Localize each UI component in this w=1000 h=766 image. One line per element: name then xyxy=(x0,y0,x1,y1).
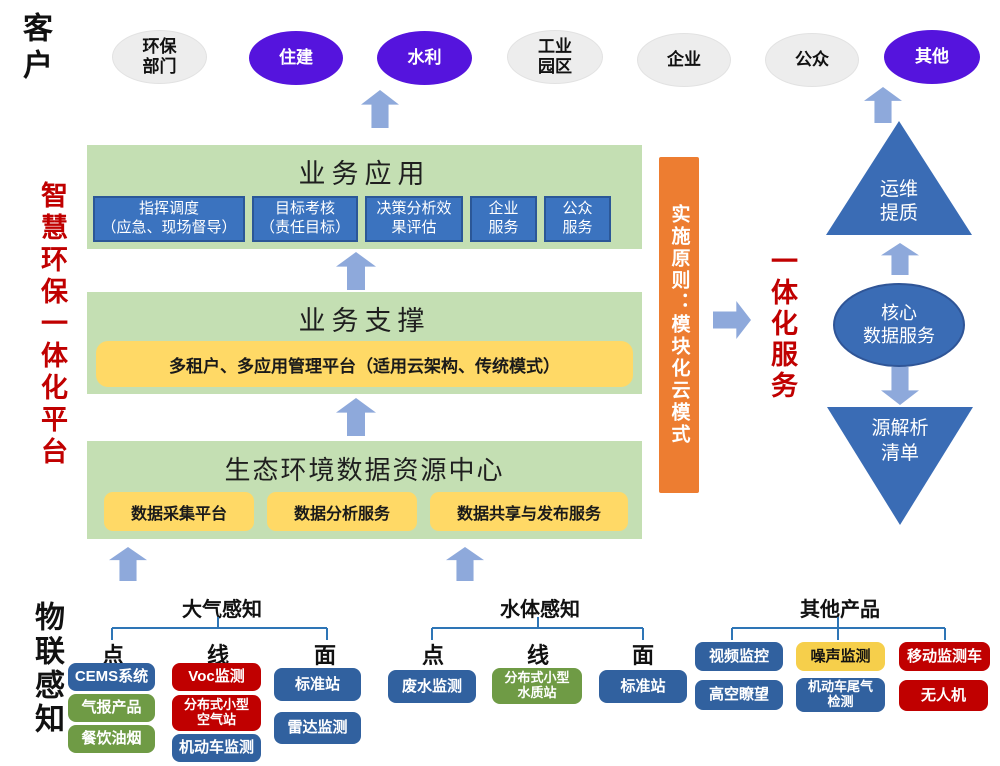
sensor-chip-voc: Voc监测 xyxy=(172,663,261,691)
sensor-chip-small-water-station: 分布式小型 水质站 xyxy=(492,668,582,704)
other-products-group: 其他产品 视频监控 噪声监测 移动监测车 高空瞭望 机动车尾气 检测 无人机 xyxy=(690,592,1000,764)
product-chip-video-surveillance: 视频监控 xyxy=(695,642,783,671)
sensor-chip-radar-monitor: 雷达监测 xyxy=(274,712,361,744)
sensor-chip-gas-report: 气报产品 xyxy=(68,694,155,722)
product-chip-noise-monitor: 噪声监测 xyxy=(796,642,885,671)
data-collection-box: 数据采集平台 xyxy=(104,492,254,531)
business-application-title: 业务应用 xyxy=(298,159,431,189)
arrow-up-icon xyxy=(881,243,919,275)
customers-label: 客户 xyxy=(18,12,51,86)
ops-quality-label: 运维 提质 xyxy=(879,178,918,225)
arrow-up-icon xyxy=(864,87,902,123)
implementation-principle-bar: 实施原则：模块化云模式 xyxy=(659,157,699,493)
arrow-up-icon xyxy=(446,547,484,581)
col-header-point: 点 xyxy=(101,643,124,668)
sensor-chip-vehicle-monitor: 机动车监测 xyxy=(172,734,261,762)
other-products-title: 其他产品 xyxy=(800,599,880,621)
core-data-service-ellipse: 核心 数据服务 xyxy=(833,283,965,367)
product-chip-mobile-monitor-vehicle: 移动监测车 xyxy=(899,642,990,671)
product-chip-drone: 无人机 xyxy=(899,680,988,711)
module-public-service: 公众 服务 xyxy=(544,196,611,242)
tree-connector-lines xyxy=(431,617,644,640)
arrow-up-icon xyxy=(109,547,147,581)
sensor-chip-standard-station: 标准站 xyxy=(599,670,687,703)
platform-label: 智慧环保一体化平台 xyxy=(37,181,67,469)
module-decision-analysis: 决策分析效 果评估 xyxy=(365,196,463,242)
arrow-up-icon xyxy=(361,90,399,128)
customer-oval-environment-dept: 环保 部门 xyxy=(112,30,207,84)
arrow-up-icon xyxy=(336,252,376,290)
customer-oval-other: 其他 xyxy=(884,30,980,84)
data-analysis-box: 数据分析服务 xyxy=(267,492,417,531)
integrated-service-label: 一体化服务 xyxy=(767,247,797,402)
atmosphere-sensing-group: 大气感知 点 线 面 CEMS系统 气报产品 餐饮油烟 Voc监测 分布式小型 … xyxy=(60,592,370,764)
sensor-chip-small-air-station: 分布式小型 空气站 xyxy=(172,695,261,731)
product-chip-high-altitude-watch: 高空瞭望 xyxy=(695,680,783,710)
business-support-panel: 业务支撑 多租户、多应用管理平台（适用云架构、传统模式） xyxy=(87,292,642,394)
data-center-title: 生态环境数据资源中心 xyxy=(224,455,505,485)
module-target-assessment: 目标考核 （责任目标） xyxy=(252,196,358,242)
ops-quality-triangle: 运维 提质 xyxy=(826,121,972,235)
iot-sensing-label: 物联感知 xyxy=(30,601,63,737)
arrow-up-icon xyxy=(336,398,376,436)
data-center-panel: 生态环境数据资源中心 数据采集平台 数据分析服务 数据共享与发布服务 xyxy=(87,441,642,539)
customer-oval-industrial-park: 工业 园区 xyxy=(507,30,603,84)
sensor-chip-standard-station: 标准站 xyxy=(274,668,361,701)
water-sensing-group: 水体感知 点 线 面 废水监测 分布式小型 水质站 标准站 xyxy=(380,592,690,764)
business-application-modules: 指挥调度 （应急、现场督导） 目标考核 （责任目标） 决策分析效 果评估 企业 … xyxy=(93,196,611,242)
business-support-title: 业务支撑 xyxy=(298,306,431,336)
customer-oval-public: 公众 xyxy=(765,33,859,87)
sensor-chip-cooking-fume: 餐饮油烟 xyxy=(68,725,155,753)
col-header-area: 面 xyxy=(313,643,336,668)
customer-oval-enterprise: 企业 xyxy=(637,33,731,87)
customer-oval-housing: 住建 xyxy=(249,31,343,85)
col-header-line: 线 xyxy=(206,643,229,668)
water-sensing-title: 水体感知 xyxy=(500,599,580,621)
atmosphere-sensing-title: 大气感知 xyxy=(182,599,262,621)
source-analysis-label: 源解析 清单 xyxy=(871,418,929,464)
tree-connector-lines xyxy=(731,617,946,640)
col-header-point: 点 xyxy=(421,643,444,668)
implementation-principle-text: 实施原则：模块化云模式 xyxy=(668,204,690,446)
sensor-chip-wastewater: 废水监测 xyxy=(388,670,476,703)
arrow-down-icon xyxy=(881,367,919,405)
module-command-dispatch: 指挥调度 （应急、现场督导） xyxy=(93,196,245,242)
tree-connector-lines xyxy=(111,617,328,640)
col-header-line: 线 xyxy=(526,643,549,668)
data-sharing-box: 数据共享与发布服务 xyxy=(430,492,628,531)
module-enterprise-service: 企业 服务 xyxy=(470,196,537,242)
customer-oval-water-resources: 水利 xyxy=(377,31,472,85)
product-chip-vehicle-exhaust: 机动车尾气 检测 xyxy=(796,678,885,712)
multi-tenant-platform-box: 多租户、多应用管理平台（适用云架构、传统模式） xyxy=(96,341,633,387)
arrow-right-icon xyxy=(713,301,751,339)
sensor-chip-cems: CEMS系统 xyxy=(68,663,155,691)
col-header-area: 面 xyxy=(631,643,654,668)
data-center-services: 数据采集平台 数据分析服务 数据共享与发布服务 xyxy=(104,492,628,531)
source-analysis-triangle: 源解析 清单 xyxy=(827,407,973,525)
business-application-panel: 业务应用 指挥调度 （应急、现场督导） 目标考核 （责任目标） 决策分析效 果评… xyxy=(87,145,642,249)
